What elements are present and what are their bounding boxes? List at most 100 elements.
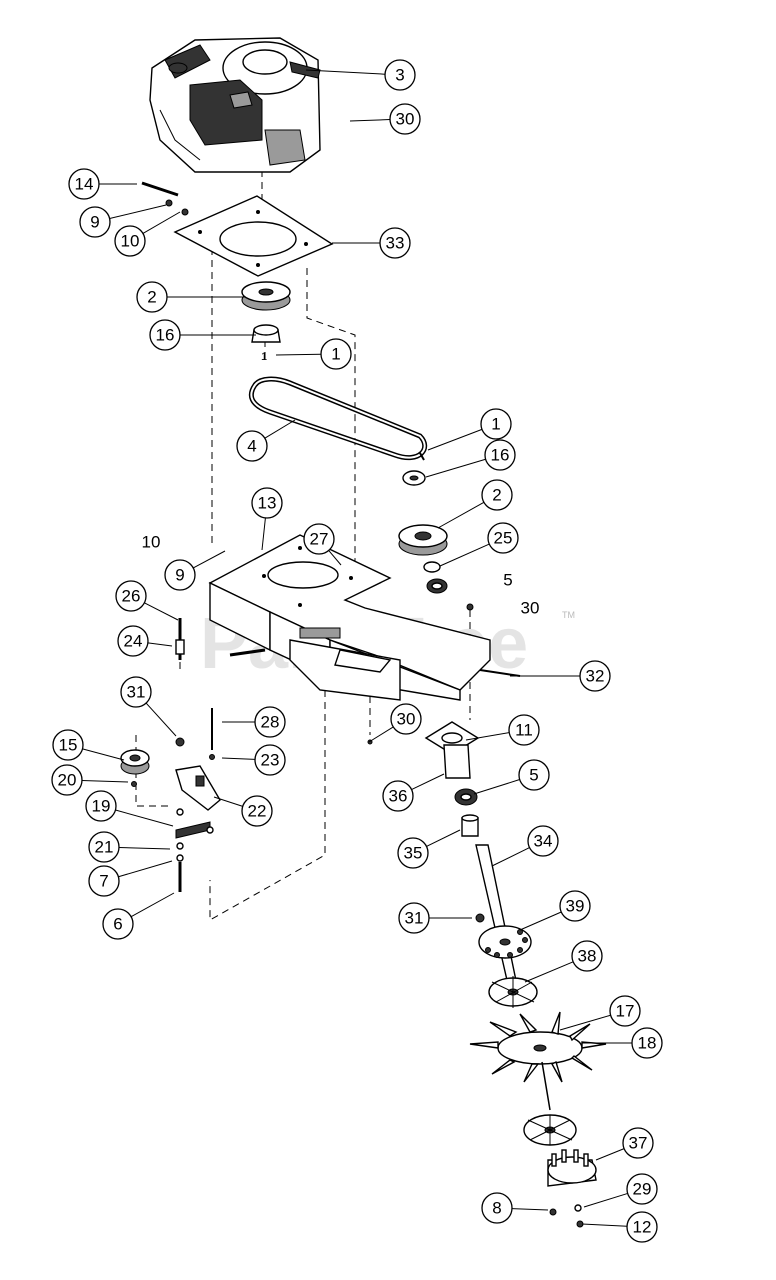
callout-circle — [527, 825, 559, 857]
callout-number: 22 — [248, 802, 267, 821]
callout-number: 1 — [331, 345, 340, 364]
callout-circle — [51, 764, 83, 796]
callout-11: 11 — [465, 714, 540, 746]
callout-4: 4 — [236, 419, 296, 462]
callout-25: 25 — [439, 522, 519, 567]
callout-circle — [79, 206, 111, 238]
callout-circle — [88, 831, 120, 863]
callout-number: 20 — [58, 771, 77, 790]
callout-number: 7 — [99, 872, 108, 891]
callout-31: 31 — [398, 902, 472, 934]
callout-number: 10 — [121, 232, 140, 251]
callout-leader — [109, 204, 167, 219]
callout-5: 5 — [503, 571, 512, 590]
callout-16: 16 — [425, 439, 516, 478]
callout-leader — [142, 211, 181, 234]
bolt-26 — [175, 618, 185, 660]
callout-circle — [379, 227, 411, 259]
callout-2: 2 — [136, 281, 245, 313]
callout-circle — [251, 487, 283, 519]
callout-circle — [254, 706, 286, 738]
callout-number: 30 — [397, 710, 416, 729]
callout-number: 25 — [494, 529, 513, 548]
callout-6: 6 — [102, 892, 175, 940]
callout-circle — [384, 59, 416, 91]
callout-number: 11 — [515, 721, 533, 740]
callout-number: 5 — [529, 766, 538, 785]
callout-number: 12 — [633, 1218, 652, 1237]
callout-19: 19 — [85, 790, 174, 827]
callout-number: 14 — [75, 175, 94, 194]
callout-leader — [82, 748, 125, 761]
callout-number: 16 — [491, 446, 510, 465]
callout-circle — [320, 338, 352, 370]
callout-27: 27 — [303, 523, 342, 566]
callout-leader — [411, 773, 445, 790]
callout-leader — [147, 642, 173, 647]
callout-number: 35 — [404, 844, 423, 863]
callout-circle — [88, 865, 120, 897]
callout-circle — [390, 703, 422, 735]
callout-circle — [149, 319, 181, 351]
callout-leader — [264, 419, 296, 439]
callout-circle — [164, 559, 196, 591]
callout-circle — [626, 1211, 658, 1243]
callout-circle — [397, 837, 429, 869]
callout-leader — [583, 1192, 628, 1208]
callout-circle — [120, 676, 152, 708]
callout-number: 9 — [175, 566, 184, 585]
callout-leader — [491, 847, 530, 867]
callout-2: 2 — [437, 479, 513, 529]
callout-35: 35 — [397, 829, 461, 869]
callout-leader — [275, 353, 322, 356]
callout-leader — [118, 860, 173, 878]
callout-number: 37 — [629, 1134, 648, 1153]
callout-number: 27 — [310, 530, 329, 549]
callout-number: 9 — [90, 213, 99, 232]
callout-circle — [114, 225, 146, 257]
callout-22: 22 — [213, 795, 273, 827]
callout-31: 31 — [120, 676, 177, 737]
callout-circle — [559, 890, 591, 922]
callout-number: 30 — [521, 599, 540, 618]
callout-circle — [508, 714, 540, 746]
callout-number: 39 — [566, 897, 585, 916]
callout-8: 8 — [481, 1192, 549, 1224]
callout-number: 31 — [405, 909, 424, 928]
callout-1: 1 — [275, 338, 352, 370]
callout-1: 1 — [427, 408, 512, 451]
tine-assembly — [469, 913, 607, 1228]
callout-number: 34 — [534, 832, 553, 851]
callout-leader — [559, 1014, 611, 1031]
callout-26: 26 — [115, 580, 179, 621]
callout-leader — [130, 892, 175, 918]
callout-10: 10 — [142, 533, 161, 552]
gear-housing — [367, 721, 521, 1003]
callout-number: 4 — [247, 437, 256, 456]
callout-leader — [465, 732, 510, 741]
callout-leader — [192, 550, 226, 569]
callout-7: 7 — [88, 860, 173, 897]
watermark-trademark: TM — [562, 610, 575, 620]
callout-leader — [437, 501, 485, 529]
callout-circle — [622, 1127, 654, 1159]
callout-number: 2 — [147, 288, 156, 307]
callout-36: 36 — [382, 773, 445, 812]
callout-10: 10 — [114, 211, 181, 257]
belt — [248, 376, 428, 461]
callout-circle — [389, 103, 421, 135]
callout-3: 3 — [305, 59, 416, 91]
callout-18: 18 — [582, 1027, 663, 1059]
callout-circle — [382, 780, 414, 812]
callout-number: 26 — [122, 587, 141, 606]
callout-circle — [102, 908, 134, 940]
callout-leader — [144, 602, 179, 621]
upper-pulley — [241, 281, 291, 343]
tine-blades — [469, 1011, 607, 1083]
callout-9: 9 — [79, 204, 167, 238]
callout-number: 30 — [396, 110, 415, 129]
callout-number: 8 — [492, 1199, 501, 1218]
callout-23: 23 — [221, 744, 286, 776]
